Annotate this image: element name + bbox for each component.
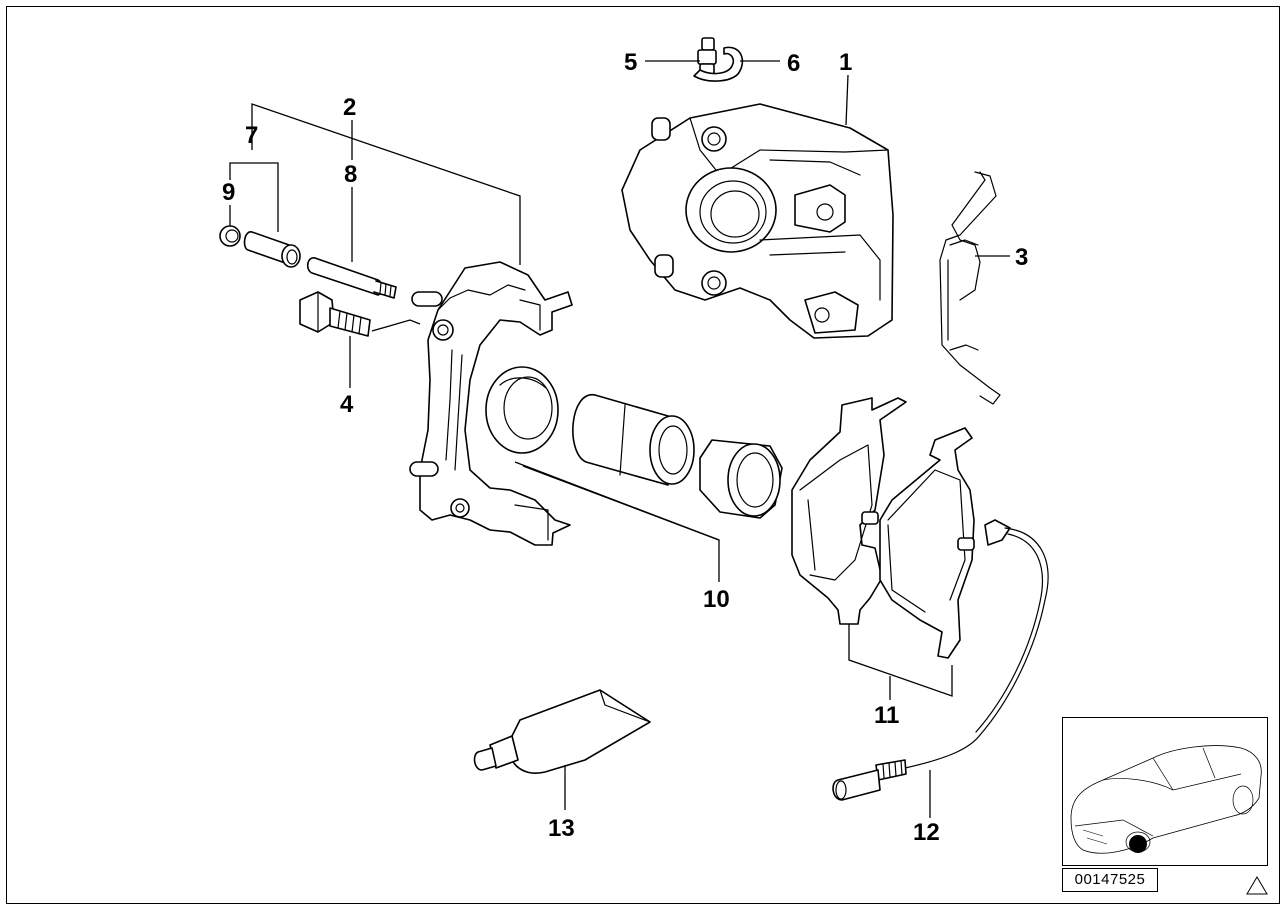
part-wear-sensor[interactable] xyxy=(832,519,1049,801)
document-number: 00147525 xyxy=(1062,868,1158,892)
part-guide-bushing[interactable] xyxy=(243,231,301,268)
part-brake-pad-outer[interactable] xyxy=(861,427,975,659)
callout-1: 1 xyxy=(839,49,852,76)
part-bleeder-screw[interactable] xyxy=(697,37,717,77)
vehicle-locator-thumbnail xyxy=(1062,717,1268,866)
warning-triangle-icon xyxy=(1246,876,1268,895)
callout-11: 11 xyxy=(874,702,899,729)
car-outline-icon xyxy=(1070,745,1262,854)
diagram-frame xyxy=(6,6,1280,904)
front-wheel-marker-icon xyxy=(1129,835,1147,853)
callout-4: 4 xyxy=(340,391,354,418)
callout-13: 13 xyxy=(548,815,575,842)
callout-6: 6 xyxy=(787,50,800,77)
callout-12: 12 xyxy=(913,819,940,846)
part-grease-tube[interactable] xyxy=(473,689,651,774)
callout-7: 7 xyxy=(245,122,258,149)
part-dust-cap[interactable] xyxy=(219,225,241,247)
part-anti-rattle-spring[interactable] xyxy=(939,171,1001,405)
part-seal-ring[interactable] xyxy=(485,366,559,454)
callout-3: 3 xyxy=(1015,244,1028,271)
callout-5: 5 xyxy=(624,49,637,76)
part-piston[interactable] xyxy=(572,394,695,486)
callout-8: 8 xyxy=(344,161,357,188)
part-bleeder-cap[interactable] xyxy=(693,46,744,82)
callout-10: 10 xyxy=(703,586,730,613)
part-guide-bolt[interactable] xyxy=(299,291,371,337)
part-dust-boot[interactable] xyxy=(699,439,783,519)
part-guide-pin[interactable] xyxy=(306,257,397,299)
part-caliper-housing[interactable] xyxy=(621,103,894,339)
part-carrier-bracket[interactable] xyxy=(409,261,573,546)
callout-9: 9 xyxy=(222,179,235,206)
callout-2: 2 xyxy=(343,94,356,121)
part-brake-pad-inner[interactable] xyxy=(791,397,907,625)
leader-lines xyxy=(229,60,1010,818)
